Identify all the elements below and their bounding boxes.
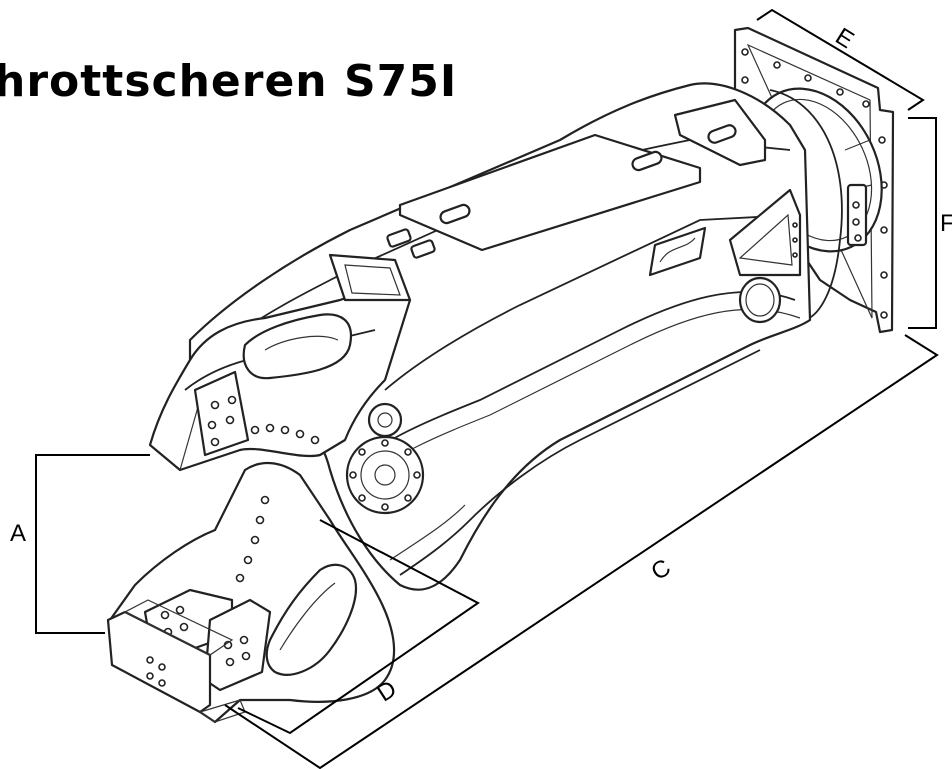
main-pivot xyxy=(345,402,425,515)
side-bracket xyxy=(728,188,802,277)
upper-jaw xyxy=(148,253,412,472)
brand-logo xyxy=(648,226,707,277)
page-title: hrottscheren S75I xyxy=(0,56,458,107)
lower-jaw xyxy=(106,462,396,724)
hydraulic-port xyxy=(738,276,782,324)
dimension-label-f: F xyxy=(940,210,952,237)
dimension-lines xyxy=(35,8,939,769)
dimension-label-a: A xyxy=(10,520,26,547)
top-panels xyxy=(386,98,767,259)
dimension-label-e: E xyxy=(831,23,859,54)
dimension-label-c: C xyxy=(646,554,675,586)
